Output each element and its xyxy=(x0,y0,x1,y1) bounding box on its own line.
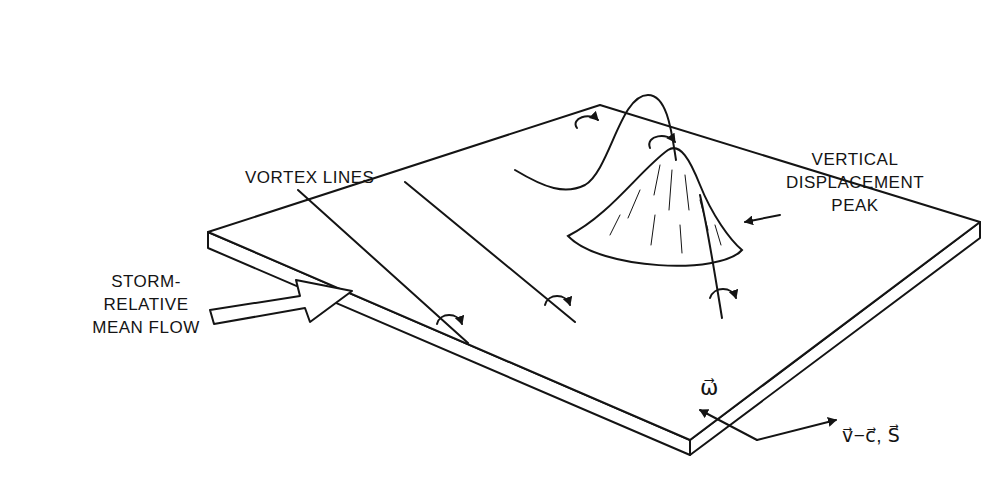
vector-label: ω⃗ xyxy=(700,376,719,399)
vector-label: v⃗−c⃗, S⃗ xyxy=(842,424,900,447)
vector-axis xyxy=(757,420,836,440)
part-label: STORM- RELATIVE MEAN FLOW xyxy=(88,270,204,339)
vortex-line-displaced xyxy=(515,95,722,318)
peak-shading xyxy=(610,165,721,253)
vector-axis xyxy=(700,410,757,440)
leader-arrow xyxy=(745,215,780,222)
part-label: VERTICAL DISPLACEMENT PEAK xyxy=(785,148,925,217)
rotation-arrows xyxy=(437,116,736,324)
vortex-line xyxy=(405,182,575,322)
slab-top-face xyxy=(208,105,980,440)
peak-outline xyxy=(568,148,742,266)
part-label: VORTEX LINES xyxy=(245,166,374,189)
mean-flow-arrow xyxy=(210,280,352,324)
